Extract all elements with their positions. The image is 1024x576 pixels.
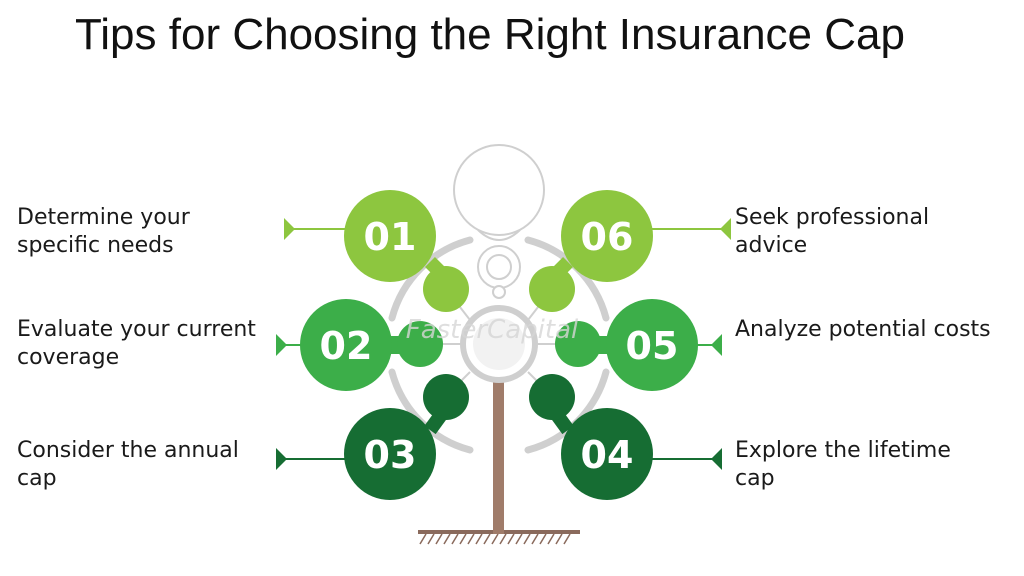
tip-number-01: 01 [364, 215, 417, 259]
tip-text-03: Consider the annual cap [17, 437, 307, 493]
left-pointers [276, 218, 346, 470]
top-crown [453, 144, 545, 289]
center-hub [460, 285, 538, 383]
watermark: FasterCapital [406, 315, 579, 345]
leaf-06: 06 [529, 190, 653, 312]
tip-text-04: Explore the lifetime cap [735, 437, 1024, 493]
tip-01-line-2: specific needs [17, 233, 174, 258]
tip-text-01: Determine your specific needs [17, 204, 307, 260]
leaf-01: 01 [344, 190, 469, 312]
tip-04-line-2: cap [735, 466, 775, 491]
tip-number-03: 03 [364, 433, 417, 477]
trunk [493, 376, 504, 534]
tip-number-05: 05 [626, 324, 679, 368]
tip-number-02: 02 [320, 324, 373, 368]
leaf-03: 03 [344, 374, 469, 500]
tip-02-line-1: Evaluate your current [17, 317, 256, 342]
tip-06-line-2: advice [735, 233, 808, 258]
tip-04-line-1: Explore the lifetime [735, 438, 951, 463]
tip-03-line-1: Consider the annual [17, 438, 239, 463]
tip-text-06: Seek professional advice [735, 204, 1024, 260]
tip-01-line-1: Determine your [17, 205, 190, 230]
tip-05-line-1: Analyze potential costs [735, 317, 991, 342]
tip-number-04: 04 [581, 433, 634, 477]
tip-text-02: Evaluate your current coverage [17, 316, 307, 372]
page-title: Tips for Choosing the Right Insurance Ca… [75, 10, 905, 59]
leaf-05: 05 [555, 299, 698, 391]
right-pointers [652, 218, 731, 470]
tip-text-05: Analyze potential costs [735, 316, 1024, 344]
tip-02-line-2: coverage [17, 345, 120, 370]
leaf-04: 04 [529, 374, 653, 500]
tip-03-line-2: cap [17, 466, 57, 491]
leaf-02: 02 [300, 299, 443, 391]
tip-number-06: 06 [581, 215, 634, 259]
tip-06-line-1: Seek professional [735, 205, 930, 230]
